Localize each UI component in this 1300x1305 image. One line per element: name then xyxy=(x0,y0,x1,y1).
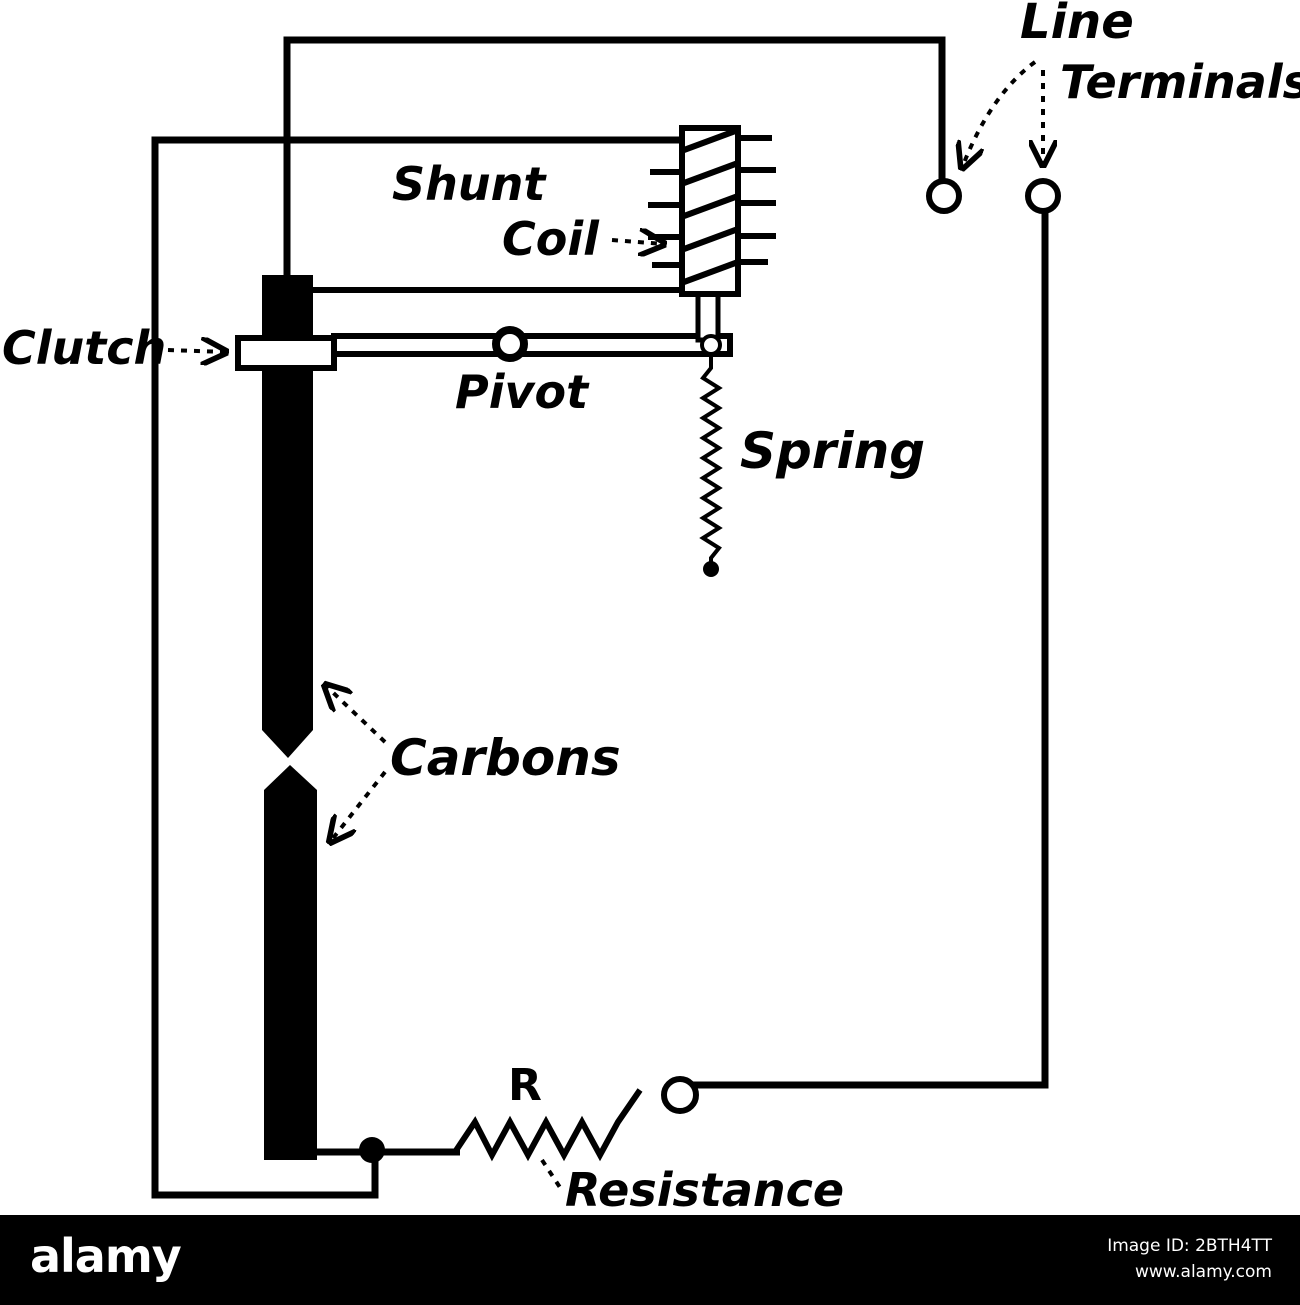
clutch xyxy=(235,335,337,371)
lever-joint xyxy=(700,334,722,356)
lever-arm xyxy=(331,333,733,357)
site-url: www.alamy.com xyxy=(1134,1262,1272,1282)
label-clutch: Clutch xyxy=(2,321,166,375)
brand-logo: alamy xyxy=(30,1229,182,1283)
label-pivot: Pivot xyxy=(455,365,590,419)
watermark-footer: alamy Image ID: 2BTH4TT www.alamy.com xyxy=(0,1215,1300,1305)
shunt-loop-wire xyxy=(151,136,687,1199)
coil-windings xyxy=(648,127,776,285)
spring xyxy=(699,352,723,568)
label-carbons: Carbons xyxy=(390,729,621,787)
image-id: Image ID: 2BTH4TT xyxy=(1107,1236,1272,1256)
junction-dot xyxy=(359,1137,385,1163)
lower-carbon xyxy=(264,765,317,1160)
label-spring: Spring xyxy=(740,422,925,480)
coil-plunger xyxy=(695,289,721,343)
pointer-arrows xyxy=(167,60,1043,1194)
label-line: Line xyxy=(1020,0,1134,50)
label-terminals: Terminals xyxy=(1060,55,1300,109)
label-r: R xyxy=(508,1060,542,1111)
pivot xyxy=(492,326,528,362)
resistance-zigzag xyxy=(452,1088,643,1162)
spring-anchor xyxy=(703,561,719,577)
label-coil: Coil xyxy=(502,212,600,266)
diagram-canvas: Line Terminals Shunt Coil Clutch Pivot S… xyxy=(0,0,1300,1215)
resistance-terminal xyxy=(661,1076,699,1114)
upper-carbon xyxy=(262,275,313,758)
right-wire xyxy=(690,210,1049,1089)
line-terminal-left xyxy=(926,178,962,214)
image-id-block: Image ID: 2BTH4TT www.alamy.com xyxy=(1107,1233,1272,1285)
top-wire xyxy=(283,36,946,278)
line-terminal-right xyxy=(1025,178,1061,214)
label-shunt: Shunt xyxy=(392,157,547,211)
label-resistance: Resistance xyxy=(565,1163,844,1215)
